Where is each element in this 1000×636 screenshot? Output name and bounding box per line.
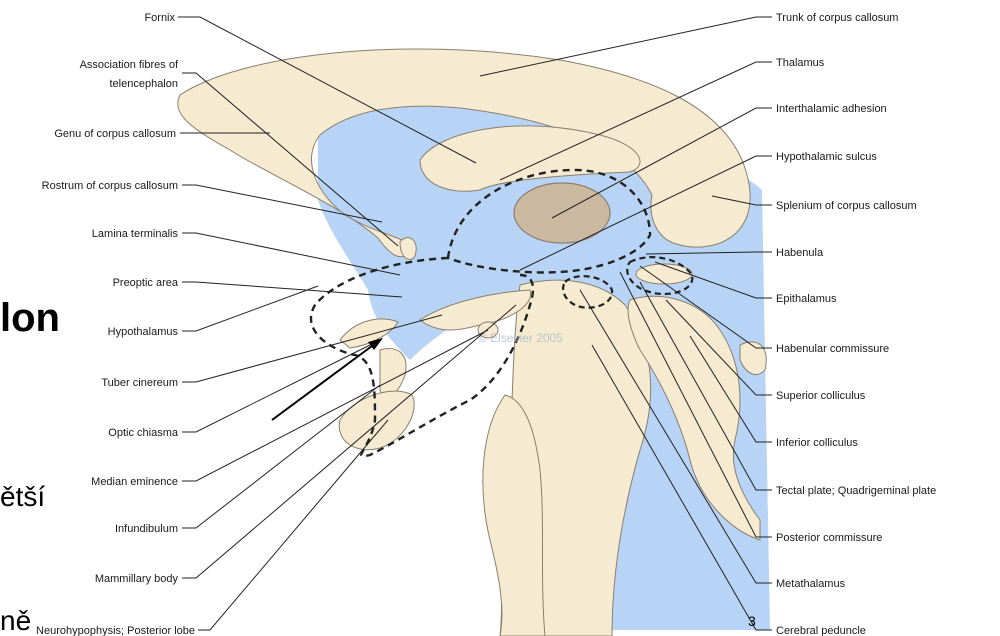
leader-hypothalamus (182, 286, 318, 331)
label-association-fibres-line2: telencephalon (109, 78, 178, 90)
label-genu: Genu of corpus callosum (54, 128, 176, 140)
label-hypothalamic-sulcus: Hypothalamic sulcus (776, 151, 877, 163)
label-optic-chiasma: Optic chiasma (108, 427, 179, 439)
label-thalamus: Thalamus (776, 57, 825, 69)
slide-page-number: 3 (748, 613, 756, 629)
label-cerebral-peduncle: Cerebral peduncle (776, 625, 866, 636)
label-superior-colliculus: Superior colliculus (776, 390, 866, 402)
infundibulum (380, 348, 406, 397)
label-hypothalamus: Hypothalamus (108, 326, 179, 338)
label-mammillary-body: Mammillary body (95, 573, 179, 585)
label-tuber-cinereum: Tuber cinereum (101, 377, 178, 389)
label-median-eminence: Median eminence (91, 476, 178, 488)
label-preoptic-area: Preoptic area (113, 277, 179, 289)
label-lamina-terminalis: Lamina terminalis (92, 228, 179, 240)
slide-text-fragment-1: ětší (0, 481, 45, 512)
neurohypophysis (339, 391, 414, 450)
habenula-body (636, 264, 692, 284)
slide-heading-fragment: lon (0, 296, 60, 340)
label-splenium: Splenium of corpus callosum (776, 200, 917, 212)
label-rostrum: Rostrum of corpus callosum (42, 180, 178, 192)
label-habenular-commissure: Habenular commissure (776, 343, 889, 355)
slide-text-fragment-2: ně (0, 605, 31, 636)
label-posterior-commissure: Posterior commissure (776, 532, 882, 544)
label-infundibulum: Infundibulum (115, 523, 178, 535)
label-epithalamus: Epithalamus (776, 293, 837, 305)
leader-median-eminence (182, 330, 488, 481)
label-metathalamus: Metathalamus (776, 578, 846, 590)
label-fornix: Fornix (144, 12, 175, 24)
watermark: © Elsevier 2005 (478, 331, 563, 345)
label-inferior-colliculus: Inferior colliculus (776, 437, 858, 449)
leader-infundibulum (182, 385, 380, 528)
label-association-fibres-line1: Association fibres of (80, 59, 179, 71)
right-labels: Trunk of corpus callosum Thalamus Intert… (776, 12, 936, 636)
label-interthalamic-adhesion: Interthalamic adhesion (776, 103, 887, 115)
label-trunk: Trunk of corpus callosum (776, 12, 898, 24)
leader-neurohypophysis (198, 420, 388, 630)
label-tectal-plate: Tectal plate; Quadrigeminal plate (776, 485, 936, 497)
label-neurohypophysis: Neurohypophysis; Posterior lobe (36, 625, 195, 636)
label-habenula: Habenula (776, 247, 824, 259)
brain-illustration: © Elsevier 2005 (178, 49, 770, 636)
